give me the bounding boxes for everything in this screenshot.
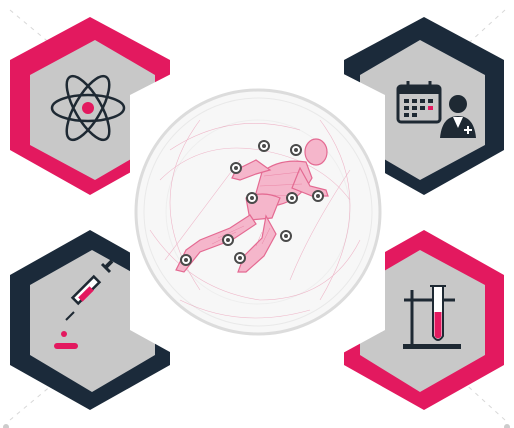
figure-rear-leg — [175, 214, 257, 273]
connector-top-right — [449, 9, 506, 61]
tile-inner-bottom-right — [360, 250, 485, 392]
joint-marker — [180, 254, 192, 266]
joint-marker — [312, 190, 324, 202]
running-figure — [175, 138, 329, 273]
joint-marker — [280, 230, 292, 242]
figure-head — [304, 138, 328, 166]
figure-left-arm — [231, 159, 272, 181]
joint-marker — [286, 192, 298, 204]
calendar-doctor-icon — [396, 81, 476, 138]
test-tube-stand-icon — [403, 285, 461, 349]
figure-right-arm — [291, 166, 329, 197]
figure-joints — [180, 140, 324, 266]
figure-mesh — [211, 171, 303, 247]
joint-marker — [290, 144, 302, 156]
joint-marker — [234, 252, 246, 264]
atom-icon — [50, 74, 126, 142]
joint-marker — [258, 140, 270, 152]
joint-marker — [230, 162, 242, 174]
tile-inner-bottom-left — [30, 250, 155, 392]
joint-marker — [222, 234, 234, 246]
syringe-icon — [54, 259, 114, 349]
connector-bottom-right — [449, 369, 506, 421]
corner-dot-right — [504, 424, 510, 428]
corner-dot-left — [3, 424, 9, 428]
joint-marker — [246, 192, 258, 204]
